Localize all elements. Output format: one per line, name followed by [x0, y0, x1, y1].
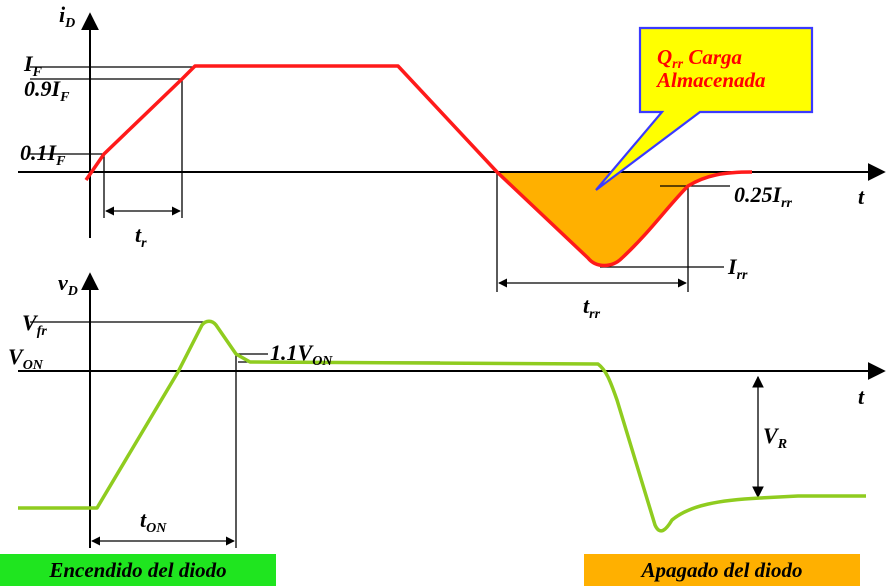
stored-charge-callout: Qrr Carga Almacenada: [595, 26, 814, 191]
vfr-label: Vfr: [22, 310, 47, 339]
id-axis-label: iD: [59, 2, 75, 31]
025irr-label: 0.25Irr: [734, 182, 793, 211]
trr-label: trr: [583, 293, 601, 322]
callout-title: Qrr Carga: [657, 45, 742, 72]
turn-off-caption: Apagado del diodo: [584, 554, 860, 586]
stored-charge-area: [497, 172, 752, 266]
11von-label: 1.1VON: [270, 340, 333, 369]
time-label-upper: t: [858, 184, 865, 209]
vr-label: VR: [763, 423, 787, 452]
ton-label: tON: [140, 507, 167, 536]
vd-axis-label: vD: [58, 270, 78, 299]
01if-label: 0.1IF: [20, 140, 66, 169]
callout-subtitle: Almacenada: [655, 68, 766, 92]
voltage-panel: vD t Vfr VON 1.1VON VR tON: [8, 270, 886, 548]
irr-label: Irr: [727, 254, 748, 283]
diode-current-waveform: [84, 64, 753, 268]
callout-bubble: [595, 26, 814, 191]
tr-label: tr: [135, 222, 147, 251]
von-label: VON: [8, 344, 44, 373]
if-label: IF: [23, 51, 43, 80]
time-label-lower: t: [858, 384, 865, 409]
09if-label: 0.9IF: [24, 76, 70, 105]
current-panel: Qrr Carga Almacenada iD t IF 0.9IF 0.1IF…: [18, 2, 886, 322]
diode-voltage-waveform: [18, 319, 866, 533]
turn-on-caption: Encendido del diodo: [0, 554, 276, 586]
